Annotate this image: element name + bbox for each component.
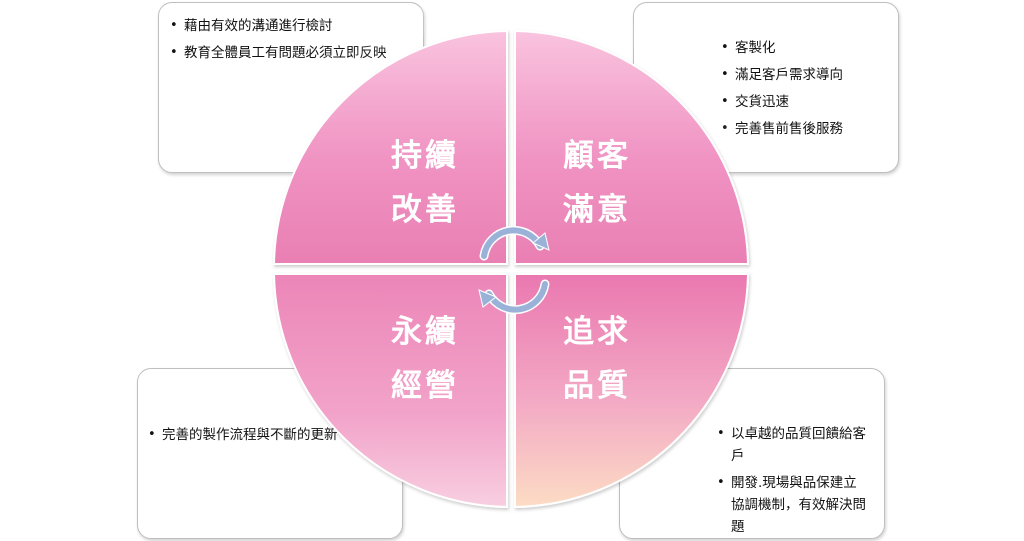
note-item: 完善售前售後服務 — [721, 118, 884, 140]
label-operation: 經營 — [391, 368, 459, 404]
label-sustainable: 永續 — [391, 314, 459, 350]
note-item: 客製化 — [721, 37, 884, 59]
quadrant-top-left — [272, 29, 508, 265]
label-satisfied: 滿意 — [563, 192, 631, 228]
quadrant-bottom-right — [514, 273, 750, 509]
quadrant-bottom-left — [272, 273, 508, 509]
label-customer: 顧客 — [563, 138, 631, 174]
note-item: 以卓越的品質回饋給客戶 — [717, 423, 870, 467]
quadrant-top-right — [514, 29, 750, 265]
note-item: 開發.現場與品保建立協調機制，有效解決問題 — [717, 472, 870, 538]
label-continuous: 持續 — [391, 138, 459, 174]
note-item: 滿足客戶需求導向 — [721, 64, 884, 86]
note-item: 交貨迅速 — [721, 91, 884, 113]
note-item: 教育全體員工有問題必須立即反映 — [170, 42, 407, 64]
label-quality: 品質 — [563, 368, 631, 404]
note-item: 藉由有效的溝通進行檢討 — [170, 15, 407, 37]
label-improve: 改善 — [391, 192, 459, 228]
label-pursue: 追求 — [563, 314, 631, 350]
circular-arrows-icon — [478, 225, 550, 315]
note-item: 完善的製作流程與不斷的更新 — [148, 424, 388, 446]
